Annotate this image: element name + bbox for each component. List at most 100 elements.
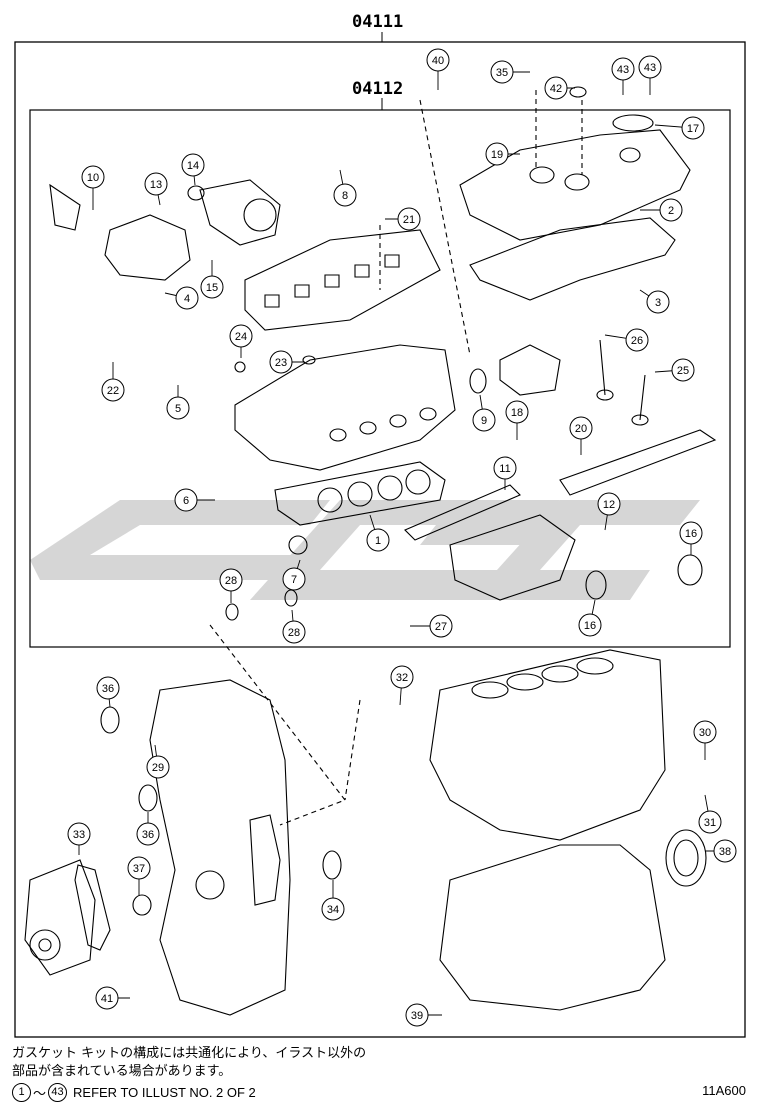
- callout-number-17[interactable]: 17: [687, 123, 699, 135]
- callout-number-12[interactable]: 12: [603, 499, 615, 511]
- callout-number-16[interactable]: 16: [685, 528, 697, 540]
- callout-number-3[interactable]: 3: [655, 297, 661, 309]
- callout-number-25[interactable]: 25: [677, 365, 689, 377]
- callout-number-41[interactable]: 41: [101, 993, 113, 1005]
- callout-number-9[interactable]: 9: [481, 415, 487, 427]
- callout-number-37[interactable]: 37: [133, 863, 145, 875]
- callout-circle: [597, 492, 621, 516]
- callout-circle: [426, 48, 450, 72]
- callout-circle: [229, 324, 253, 348]
- callout-number-39[interactable]: 39: [411, 1010, 423, 1022]
- callout-circle: [269, 350, 293, 374]
- figure-id: 11A600: [702, 1083, 746, 1098]
- callout-number-43[interactable]: 43: [644, 62, 656, 74]
- ref-end-number: 43: [48, 1083, 68, 1102]
- callout-number-11[interactable]: 11: [499, 463, 510, 475]
- callout-circle: [101, 378, 125, 402]
- callout-circle: [282, 620, 306, 644]
- callout-number-27[interactable]: 27: [435, 621, 447, 633]
- callout-group: 1234567891011121314151616171819202122232…: [67, 48, 737, 1027]
- note-line-2: 部品が含まれている場合があります。: [12, 1064, 232, 1079]
- callout-number-43[interactable]: 43: [617, 64, 629, 76]
- callout-number-42[interactable]: 42: [550, 83, 562, 95]
- callout-number-30[interactable]: 30: [699, 727, 711, 739]
- callout-number-16[interactable]: 16: [584, 620, 596, 632]
- callout-circle: [405, 1003, 429, 1027]
- callout-circle: [96, 676, 120, 700]
- callout-number-10[interactable]: 10: [87, 172, 99, 184]
- ref-start-number: 1: [12, 1083, 31, 1102]
- callout-circle: [485, 142, 509, 166]
- callout-circle: [671, 358, 695, 382]
- water-pump: [104, 214, 191, 281]
- cylinder-block: [429, 649, 666, 841]
- callout-number-18[interactable]: 18: [511, 407, 523, 419]
- callout-number-20[interactable]: 20: [575, 423, 587, 435]
- callout-circle: [472, 408, 496, 432]
- callout-circle: [144, 172, 168, 196]
- callout-number-15[interactable]: 15: [206, 282, 218, 294]
- callout-number-28[interactable]: 28: [225, 575, 237, 587]
- callout-number-1[interactable]: 1: [375, 535, 381, 547]
- callout-circle: [166, 396, 190, 420]
- callout-circle: [366, 528, 390, 552]
- callout-circle: [578, 613, 602, 637]
- callout-number-21[interactable]: 21: [403, 214, 415, 226]
- callout-number-28[interactable]: 28: [288, 627, 300, 639]
- callout-circle: [321, 897, 345, 921]
- cylinder-head-gasket: [274, 461, 446, 526]
- callout-number-32[interactable]: 32: [396, 672, 408, 684]
- callout-number-22[interactable]: 22: [107, 385, 119, 397]
- callout-number-2[interactable]: 2: [668, 205, 674, 217]
- callout-number-36[interactable]: 36: [102, 683, 114, 695]
- callout-circle: [493, 456, 517, 480]
- inner-kit-frame: [29, 109, 731, 648]
- callout-number-8[interactable]: 8: [342, 190, 348, 202]
- rear-oil-seal: [665, 829, 707, 887]
- manifold-gasket: [404, 484, 521, 541]
- callout-circle: [127, 856, 151, 880]
- cylinder-head-cover: [459, 129, 691, 241]
- callout-circle: [181, 153, 205, 177]
- callout-circle: [200, 275, 224, 299]
- timing-chain-cover: [149, 679, 291, 1016]
- callout-circle: [638, 55, 662, 79]
- callout-number-31[interactable]: 31: [704, 817, 716, 829]
- callout-circle: [175, 286, 199, 310]
- callout-number-6[interactable]: 6: [183, 495, 189, 507]
- callout-circle: [659, 198, 683, 222]
- callout-number-7[interactable]: 7: [291, 574, 297, 586]
- callout-number-36[interactable]: 36: [142, 829, 154, 841]
- callout-circle: [136, 822, 160, 846]
- callout-number-29[interactable]: 29: [152, 762, 164, 774]
- callout-circle: [544, 76, 568, 100]
- exhaust-manifold: [449, 514, 576, 601]
- callout-number-5[interactable]: 5: [175, 403, 181, 415]
- callout-number-24[interactable]: 24: [235, 331, 247, 343]
- callout-circle: [505, 400, 529, 424]
- callout-number-40[interactable]: 40: [432, 55, 444, 67]
- callout-circle: [490, 60, 514, 84]
- assembly-code-inner: 04112: [352, 79, 403, 99]
- callout-number-4[interactable]: 4: [184, 293, 190, 305]
- callout-circle: [646, 290, 670, 314]
- ref-tilde: ～: [33, 1086, 47, 1101]
- callout-number-35[interactable]: 35: [496, 67, 508, 79]
- parts-diagram: 04111 04112: [14, 12, 746, 1038]
- callout-circle: [713, 839, 737, 863]
- callout-number-13[interactable]: 13: [150, 179, 162, 191]
- callout-circle: [429, 614, 453, 638]
- callout-number-34[interactable]: 34: [327, 904, 339, 916]
- callout-circle: [174, 488, 198, 512]
- callout-number-23[interactable]: 23: [275, 357, 287, 369]
- callout-number-38[interactable]: 38: [719, 846, 731, 858]
- callout-number-33[interactable]: 33: [73, 829, 85, 841]
- outer-kit-frame: [14, 41, 746, 1038]
- head-cover-gasket: [469, 217, 676, 301]
- callout-circle: [611, 57, 635, 81]
- callout-number-19[interactable]: 19: [491, 149, 503, 161]
- callout-number-14[interactable]: 14: [187, 160, 199, 172]
- callout-number-26[interactable]: 26: [631, 335, 643, 347]
- callout-circle: [282, 567, 306, 591]
- callout-circle: [681, 116, 705, 140]
